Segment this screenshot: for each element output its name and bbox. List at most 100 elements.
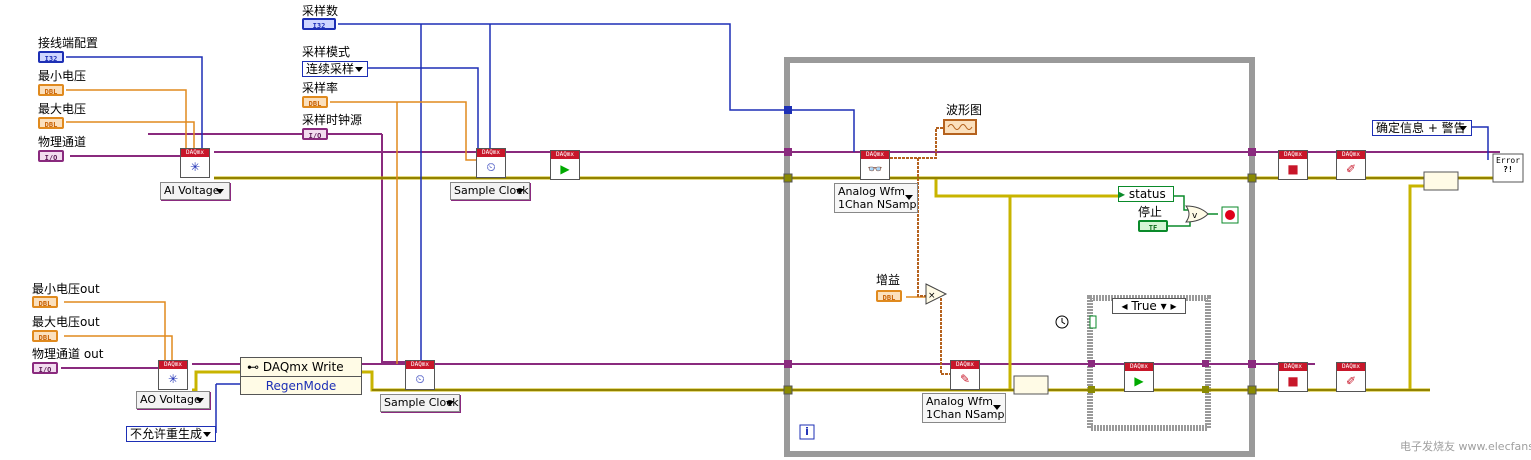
- merge-errors-node-1[interactable]: [1013, 375, 1049, 395]
- sample-mode-ring[interactable]: 连续采样: [302, 61, 368, 77]
- read-glasses-icon: 👓: [867, 162, 883, 176]
- physical-channel-out-control[interactable]: I/O: [32, 362, 58, 374]
- loop-iteration-label: i: [805, 425, 809, 438]
- property-node-header: ⊷ DAQmx Write: [241, 358, 361, 377]
- write-line2: 1Chan NSamp: [926, 408, 1005, 421]
- multiply-node[interactable]: [925, 283, 948, 305]
- unbundle-status-node[interactable]: ▸ status: [1118, 186, 1174, 202]
- daqmx-tag: DAQmx: [406, 361, 434, 369]
- daqmx-start-ao[interactable]: DAQmx ▶: [1124, 362, 1154, 392]
- write-line1: Analog Wfm: [926, 395, 993, 408]
- min-voltage-label: 最小电压: [38, 69, 87, 83]
- start-icon: ▶: [1134, 374, 1144, 388]
- daqmx-create-channel-ao[interactable]: DAQmx ✳: [158, 360, 188, 390]
- gain-label: 增益: [876, 273, 901, 287]
- samples-label: 采样数: [302, 4, 339, 18]
- regen-mode-ring[interactable]: 不允许重生成: [126, 426, 216, 442]
- daqmx-tag: DAQmx: [1337, 151, 1365, 159]
- daqmx-write[interactable]: DAQmx ✎: [950, 360, 980, 390]
- max-voltage-label: 最大电压: [38, 102, 87, 116]
- case-value: True: [1131, 299, 1157, 313]
- sample-mode-label: 采样模式: [302, 45, 351, 59]
- daqmx-tag: DAQmx: [181, 149, 209, 157]
- daqmx-start-ai[interactable]: DAQmx ▶: [550, 150, 580, 180]
- daqmx-timing-ao[interactable]: DAQmx ⏲: [405, 360, 435, 390]
- daqmx-create-channel-ai[interactable]: DAQmx ✳: [180, 148, 210, 178]
- status-label: status: [1128, 187, 1166, 201]
- svg-text:×: ×: [928, 291, 936, 301]
- min-voltage-out-label: 最小电压out: [32, 282, 100, 296]
- sample-rate-control[interactable]: DBL: [302, 96, 328, 108]
- stop-square-icon: ■: [1287, 162, 1299, 176]
- daqmx-tag: DAQmx: [1337, 363, 1365, 371]
- clock-icon: ⏲: [486, 160, 496, 174]
- daqmx-tag: DAQmx: [1279, 151, 1307, 159]
- daqmx-tag: DAQmx: [1125, 363, 1153, 371]
- sample-clock-selector-ai[interactable]: Sample Clock: [450, 182, 530, 200]
- while-loop-frame[interactable]: [784, 57, 1255, 457]
- daqmx-write-property-node[interactable]: ⊷ DAQmx Write RegenMode: [240, 357, 362, 395]
- daqmx-tag: DAQmx: [1279, 363, 1307, 371]
- error-handler-node[interactable]: [1492, 153, 1524, 183]
- physical-channel-control[interactable]: I/O: [38, 150, 64, 162]
- physical-channel-label: 物理通道: [38, 135, 87, 149]
- eraser-icon: ✐: [1345, 162, 1357, 176]
- terminal-config-control[interactable]: I32: [38, 51, 64, 63]
- read-line1: Analog Wfm: [838, 185, 905, 198]
- daqmx-clear-ai[interactable]: DAQmx ✐: [1336, 150, 1366, 180]
- daqmx-tag: DAQmx: [477, 149, 505, 157]
- sample-clock-source-label: 采样时钟源: [302, 113, 363, 127]
- ao-voltage-selector[interactable]: AO Voltage: [136, 391, 210, 409]
- min-voltage-control[interactable]: DBL: [38, 84, 64, 96]
- max-voltage-out-control[interactable]: DBL: [32, 330, 58, 342]
- daqmx-tag: DAQmx: [551, 151, 579, 159]
- merge-errors-node-2[interactable]: [1423, 171, 1459, 191]
- daqmx-stop-ai[interactable]: DAQmx ■: [1278, 150, 1308, 180]
- physical-channel-out-label: 物理通道 out: [32, 347, 104, 361]
- loop-iteration-terminal: [799, 424, 815, 440]
- daqmx-stop-ao[interactable]: DAQmx ■: [1278, 362, 1308, 392]
- case-selector[interactable]: ◂ True ▾ ▸: [1112, 298, 1186, 314]
- sample-clock-selector-ao[interactable]: Sample Clock: [380, 394, 460, 412]
- error-handler-label: Error?!: [1494, 156, 1522, 174]
- svg-text:v: v: [1192, 211, 1198, 221]
- property-node-icon: ⊷: [247, 360, 263, 374]
- watermark: 电子发烧友 www.elecfans.com: [1400, 440, 1531, 453]
- read-line2: 1Chan NSamp: [838, 198, 917, 211]
- max-voltage-control[interactable]: DBL: [38, 117, 64, 129]
- waveform-graph-label: 波形图: [946, 103, 983, 117]
- create-channel-icon: ✳: [189, 160, 201, 174]
- samples-control[interactable]: I32: [302, 18, 336, 30]
- stop-label: 停止: [1138, 205, 1163, 219]
- gain-control[interactable]: DBL: [876, 290, 902, 302]
- daqmx-timing-ai[interactable]: DAQmx ⏲: [476, 148, 506, 178]
- regen-mode-property[interactable]: RegenMode: [265, 379, 337, 393]
- stop-square-icon: ■: [1287, 374, 1299, 388]
- daqmx-tag: DAQmx: [951, 361, 979, 369]
- or-node[interactable]: [1185, 205, 1209, 223]
- daqmx-tag: DAQmx: [159, 361, 187, 369]
- stop-control[interactable]: TF: [1138, 220, 1168, 232]
- create-channel-icon: ✳: [167, 372, 179, 386]
- daqmx-read[interactable]: DAQmx 👓: [860, 150, 890, 180]
- start-icon: ▶: [560, 162, 570, 176]
- property-node-title: DAQmx Write: [262, 360, 344, 374]
- sample-rate-label: 采样率: [302, 81, 339, 95]
- case-dropdown-icon[interactable]: ▾: [1160, 299, 1167, 313]
- case-prev-icon[interactable]: ◂: [1121, 299, 1128, 313]
- error-mode-ring[interactable]: 确定信息 + 警告: [1372, 120, 1472, 136]
- ai-voltage-selector[interactable]: AI Voltage: [160, 182, 230, 200]
- unbundle-arrow-icon: ▸: [1119, 187, 1126, 201]
- min-voltage-out-control[interactable]: DBL: [32, 296, 58, 308]
- sample-clock-source-control[interactable]: I/O: [302, 128, 328, 140]
- daqmx-tag: DAQmx: [861, 151, 889, 159]
- max-voltage-out-label: 最大电压out: [32, 315, 100, 329]
- error-tag: Error: [1495, 156, 1521, 165]
- clock-icon: ⏲: [415, 372, 425, 386]
- case-next-icon[interactable]: ▸: [1170, 299, 1177, 313]
- write-pencil-icon: ✎: [959, 372, 971, 386]
- daqmx-clear-ao[interactable]: DAQmx✐: [1336, 362, 1366, 392]
